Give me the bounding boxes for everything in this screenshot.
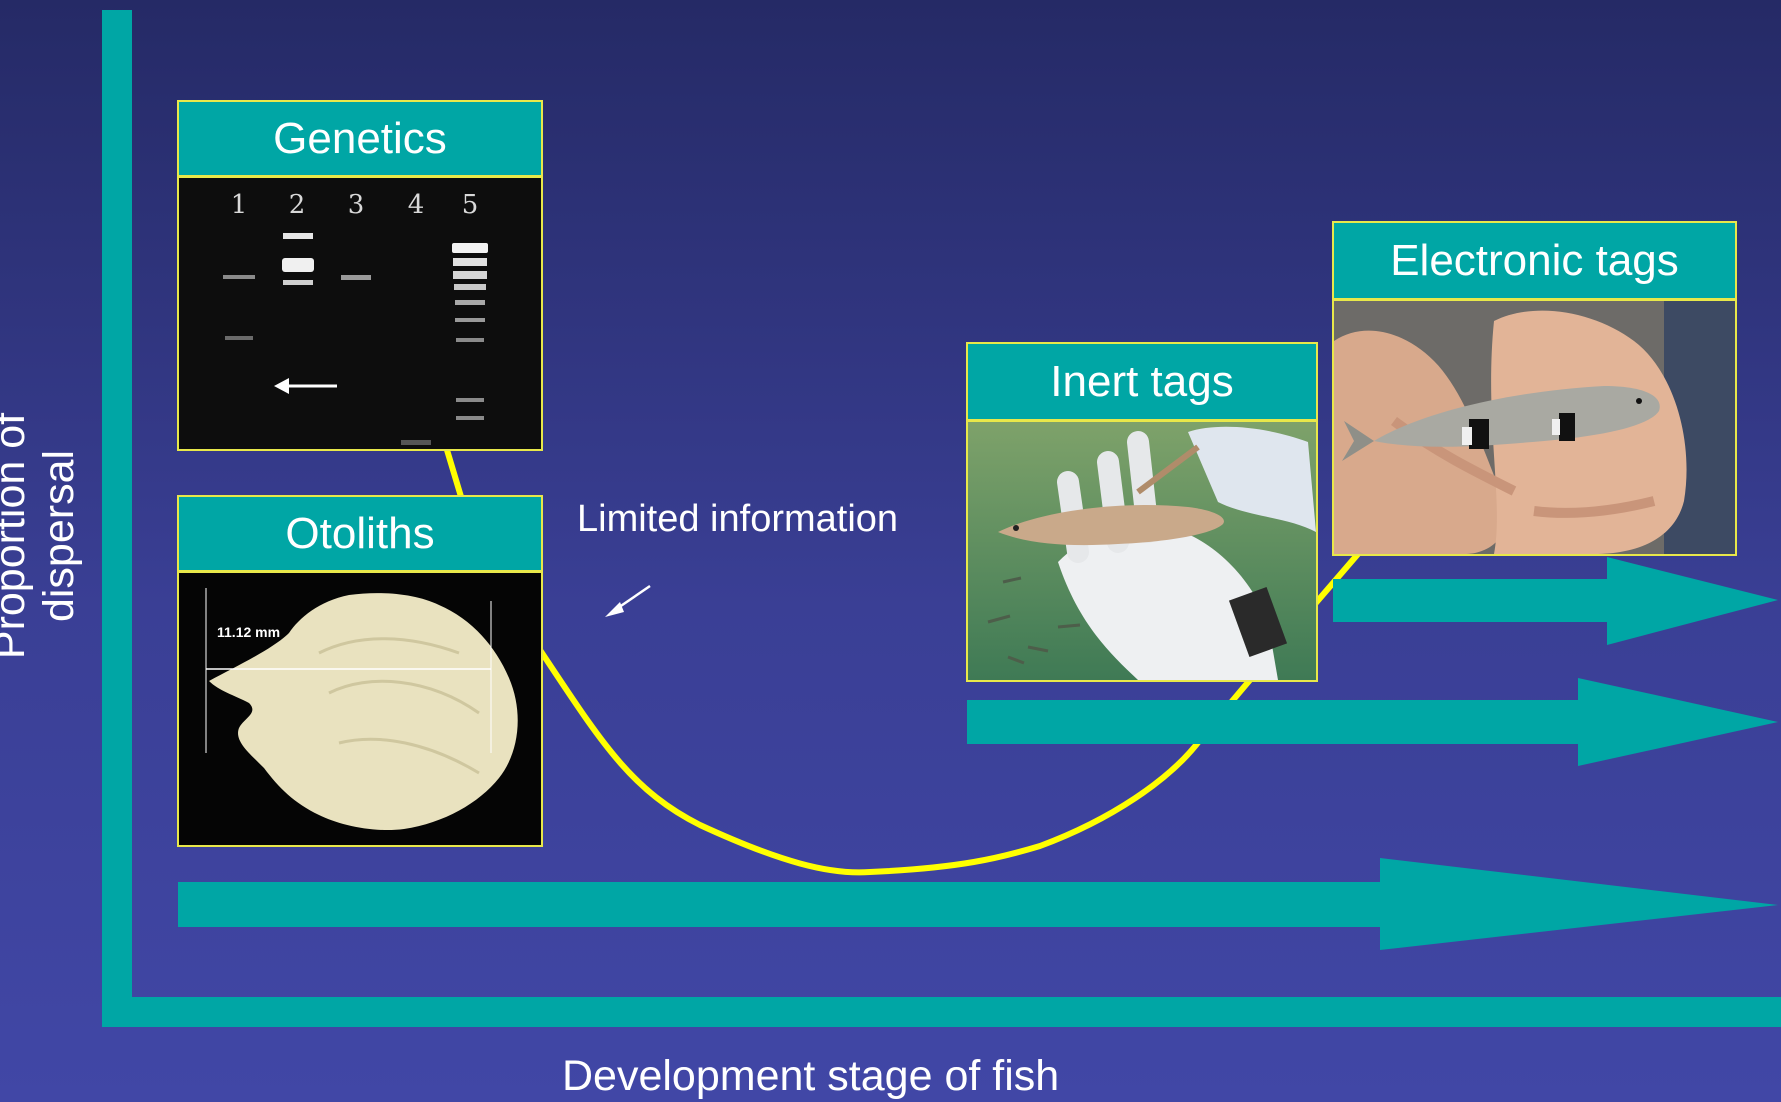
gel-band: [401, 440, 431, 445]
gel-band: [283, 233, 313, 239]
gel-band: [223, 275, 255, 279]
otolith-svg: 11.12 mm: [179, 573, 541, 845]
x-axis-label: Development stage of fish: [562, 1052, 1059, 1101]
arrow-otoliths-genetics: [178, 858, 1778, 950]
inert-tags-label: Inert tags: [966, 342, 1318, 421]
gel-band: [455, 300, 485, 305]
electronic-tags-image: [1332, 299, 1737, 556]
gel-band: [283, 280, 313, 285]
electronic-tag: [1559, 413, 1575, 441]
gel-band: [452, 243, 488, 253]
gel-svg: 1 2 3 4 5: [179, 178, 541, 449]
otolith-image: 11.12 mm: [177, 571, 543, 847]
lane-label: 5: [462, 190, 479, 220]
gel-band: [225, 336, 253, 340]
gel-band: [454, 284, 486, 290]
lane-label: 3: [348, 190, 365, 220]
gel-band: [453, 271, 487, 279]
gel-band: [456, 416, 484, 420]
gel-band: [453, 258, 487, 266]
electronic-tag-label: [1552, 419, 1560, 435]
limited-information-note: Limited information: [577, 498, 898, 541]
genetics-label: Genetics: [177, 100, 543, 177]
gel-band: [282, 258, 314, 272]
otolith-scale-text: 11.12 mm: [217, 624, 280, 640]
genetics-gel-image: 1 2 3 4 5: [177, 176, 543, 451]
x-axis: [102, 997, 1781, 1027]
gel-band: [456, 338, 484, 342]
lane-label: 4: [408, 190, 425, 220]
y-axis-label: Proportion of dispersal: [0, 326, 84, 746]
arrow-electronic-tags: [1333, 557, 1778, 645]
lane-label: 1: [231, 190, 248, 220]
otoliths-label: Otoliths: [177, 495, 543, 572]
gel-band: [455, 318, 485, 322]
trout-eye: [1013, 525, 1019, 531]
gel-band: [456, 398, 484, 402]
electronic-tags-svg: [1334, 301, 1735, 554]
inert-tags-image: [966, 420, 1318, 682]
gel-band: [341, 275, 371, 280]
y-axis: [102, 10, 132, 1025]
arrow-inert-tags: [967, 678, 1778, 766]
electronic-tags-label: Electronic tags: [1332, 221, 1737, 300]
electronic-tag-label: [1462, 427, 1472, 445]
lane-label: 2: [289, 190, 306, 220]
fish-eye: [1636, 398, 1642, 404]
inert-tags-svg: [968, 422, 1316, 680]
